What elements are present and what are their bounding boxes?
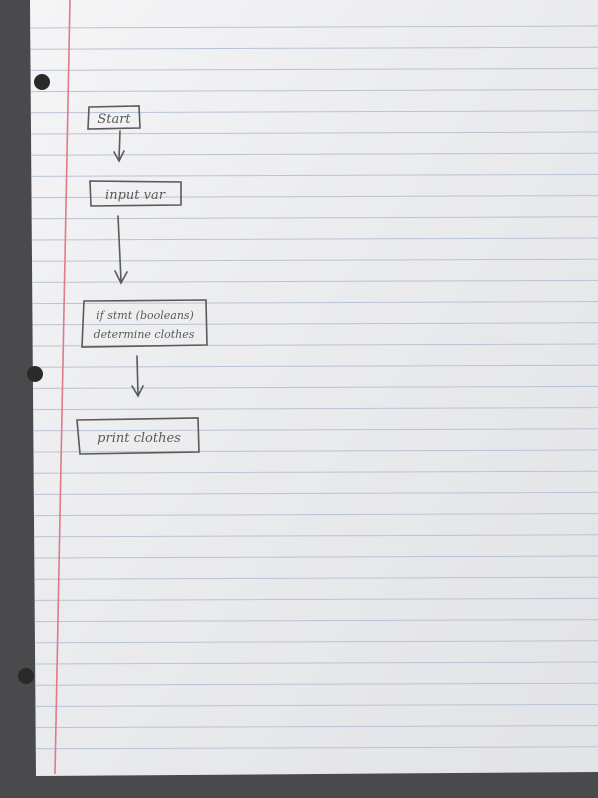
rule-line — [32, 322, 598, 326]
rule-line — [35, 725, 598, 729]
node-print-box — [76, 417, 200, 455]
edge-start-input — [113, 130, 125, 163]
rule-line — [34, 640, 598, 644]
rule-line — [33, 470, 598, 474]
node-decide-label: if stmt (booleans) — [96, 309, 194, 322]
rule-line — [32, 385, 598, 389]
rule-line — [35, 703, 598, 707]
rule-line — [30, 46, 598, 50]
rule-line — [30, 25, 598, 29]
rule-line — [33, 491, 598, 495]
ruled-lines — [30, 25, 598, 750]
rule-line — [33, 428, 598, 432]
rule-line — [31, 216, 598, 220]
rule-line — [31, 195, 598, 199]
rule-line — [31, 258, 598, 262]
flowchart — [76, 105, 208, 455]
node-decide-label-2: determine clothes — [94, 328, 195, 341]
edge-decide-print — [131, 355, 144, 398]
binder-hole-top — [34, 74, 50, 90]
rule-line — [34, 576, 598, 580]
paper-shading — [30, 0, 598, 776]
rule-line — [34, 555, 598, 559]
node-input-box — [89, 180, 182, 207]
node-start-label: Start — [97, 112, 131, 127]
rule-line — [31, 173, 598, 177]
edge-input-decide — [114, 215, 128, 285]
rule-line — [35, 682, 598, 686]
node-start-box — [87, 105, 141, 130]
binder-hole-middle — [27, 366, 43, 382]
rule-line — [34, 661, 598, 665]
rule-line — [35, 746, 598, 750]
rule-line — [30, 110, 598, 114]
rule-line — [33, 513, 598, 517]
rule-line — [33, 449, 598, 453]
rule-line — [31, 131, 598, 135]
node-print-label: print clothes — [97, 431, 181, 446]
rule-line — [34, 619, 598, 623]
rule-line — [32, 301, 598, 305]
margin-line — [54, 0, 71, 775]
rule-line — [31, 237, 598, 241]
rule-line — [33, 407, 598, 411]
rule-line — [34, 597, 598, 601]
rule-line — [34, 534, 598, 538]
rule-line — [30, 67, 598, 71]
rule-line — [32, 364, 598, 368]
node-decide-box — [81, 299, 208, 348]
node-input-label: input var — [105, 188, 166, 203]
binder-hole-bottom — [18, 668, 34, 684]
rule-line — [31, 152, 598, 156]
rule-line — [30, 89, 598, 93]
rule-line — [32, 279, 598, 283]
